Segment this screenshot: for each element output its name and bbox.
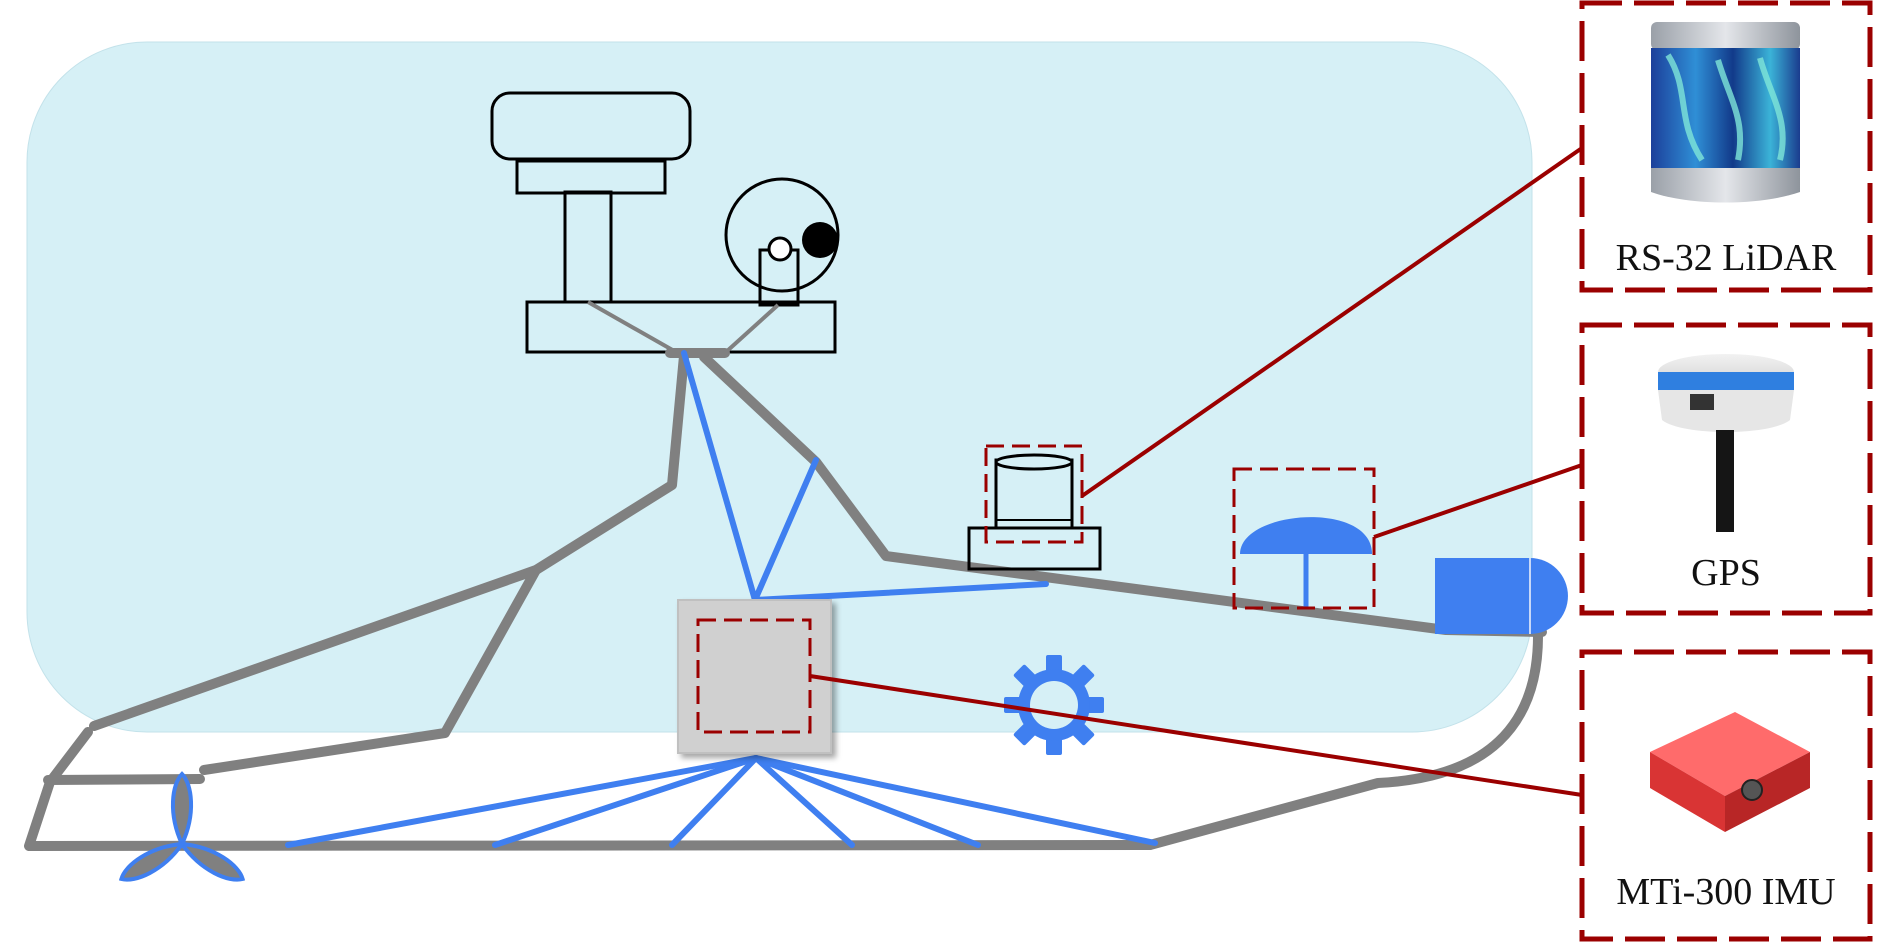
- sensor-box-lidar: RS-32 LiDAR: [1579, 0, 1873, 293]
- propeller-icon: [118, 771, 246, 882]
- gps-label: GPS: [1691, 552, 1761, 594]
- mast-platform: [490, 91, 840, 354]
- platform-struts: [587, 300, 780, 354]
- sensor-box-gps: GPS: [1579, 322, 1873, 616]
- bow-fender: [1435, 558, 1568, 634]
- callout-lines: [809, 146, 1584, 797]
- lidar-mount: [967, 453, 1102, 571]
- gps-marker: [1232, 467, 1376, 610]
- control-box: [677, 599, 832, 754]
- camera-housing: [724, 177, 840, 293]
- camera-lens: [767, 236, 793, 262]
- gps-antenna-photo: [1658, 354, 1794, 532]
- gear-icon: [1004, 655, 1104, 755]
- imu-photo: [1650, 712, 1810, 832]
- lidar-photo: [1651, 22, 1800, 203]
- blue-frame: [285, 350, 1158, 848]
- radar-dome: [490, 91, 692, 161]
- gps-antenna: [1240, 517, 1372, 608]
- lidar-label: RS-32 LiDAR: [1616, 237, 1837, 279]
- imu-label: MTi-300 IMU: [1616, 871, 1835, 913]
- hull-structure: [24, 348, 1547, 851]
- camera-black-eye: [802, 222, 838, 258]
- sensor-box-imu: MTi-300 IMU: [1579, 649, 1873, 942]
